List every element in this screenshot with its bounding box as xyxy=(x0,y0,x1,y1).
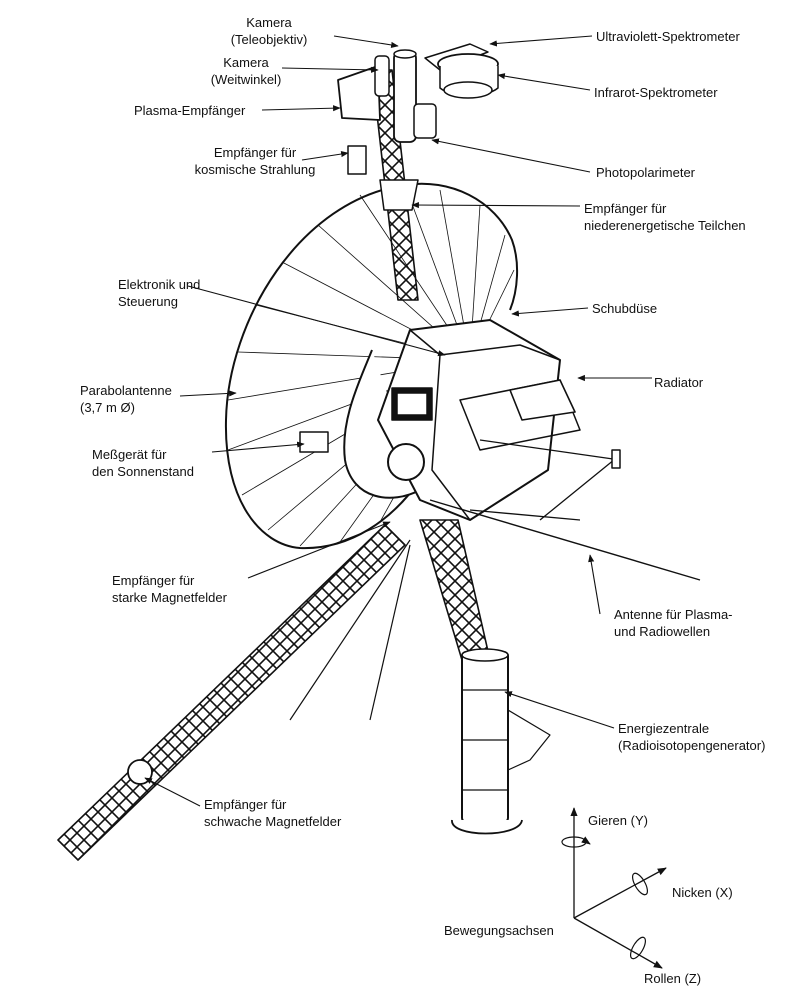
label-radiator: Radiator xyxy=(654,375,704,390)
motion-axes xyxy=(561,807,667,969)
label-plasma-empfaenger: Plasma-Empfänger xyxy=(134,103,246,118)
label-photopolarimeter: Photopolarimeter xyxy=(596,165,695,180)
label-nicken: Nicken (X) xyxy=(672,885,733,900)
label-kamera-tele: Kamera (Teleobjektiv) xyxy=(230,15,308,47)
label-niederenergetische: Empfänger für niederenergetische Teilche… xyxy=(584,201,746,233)
label-antenne-plasma: Antenne für Plasma- und Radiowellen xyxy=(614,607,733,639)
label-schwache-magnetfelder: Empfänger für schwache Magnetfelder xyxy=(204,797,342,829)
scan-platform xyxy=(337,43,499,175)
label-leader-lines xyxy=(144,35,652,807)
label-rollen: Rollen (Z) xyxy=(644,971,702,986)
label-kamera-weit: Kamera (Weitwinkel) xyxy=(210,55,282,87)
label-elektronik: Elektronik und Steuerung xyxy=(118,277,201,309)
label-bewegungsachsen: Bewegungsachsen xyxy=(444,923,554,938)
label-kosmische-strahlung: Empfänger für kosmische Strahlung xyxy=(194,145,316,177)
label-parabolantenne: Parabolantenne (3,7 m Ø) xyxy=(80,383,172,415)
label-sonnenstand: Meßgerät für den Sonnenstand xyxy=(92,447,194,479)
label-gieren: Gieren (Y) xyxy=(588,813,648,828)
rtg-boom xyxy=(419,519,551,835)
label-energiezentrale: Energiezentrale (Radioisotopengenerator) xyxy=(618,721,766,753)
label-schubduese: Schubdüse xyxy=(592,301,658,316)
plasma-radio-antennas xyxy=(289,499,701,721)
label-ir-spektrometer: Infrarot-Spektrometer xyxy=(594,85,718,100)
spacecraft-bus xyxy=(299,319,621,521)
label-starke-magnetfelder: Empfänger für starke Magnetfelder xyxy=(112,573,227,605)
label-uv-spektrometer: Ultraviolett-Spektrometer xyxy=(596,29,740,44)
